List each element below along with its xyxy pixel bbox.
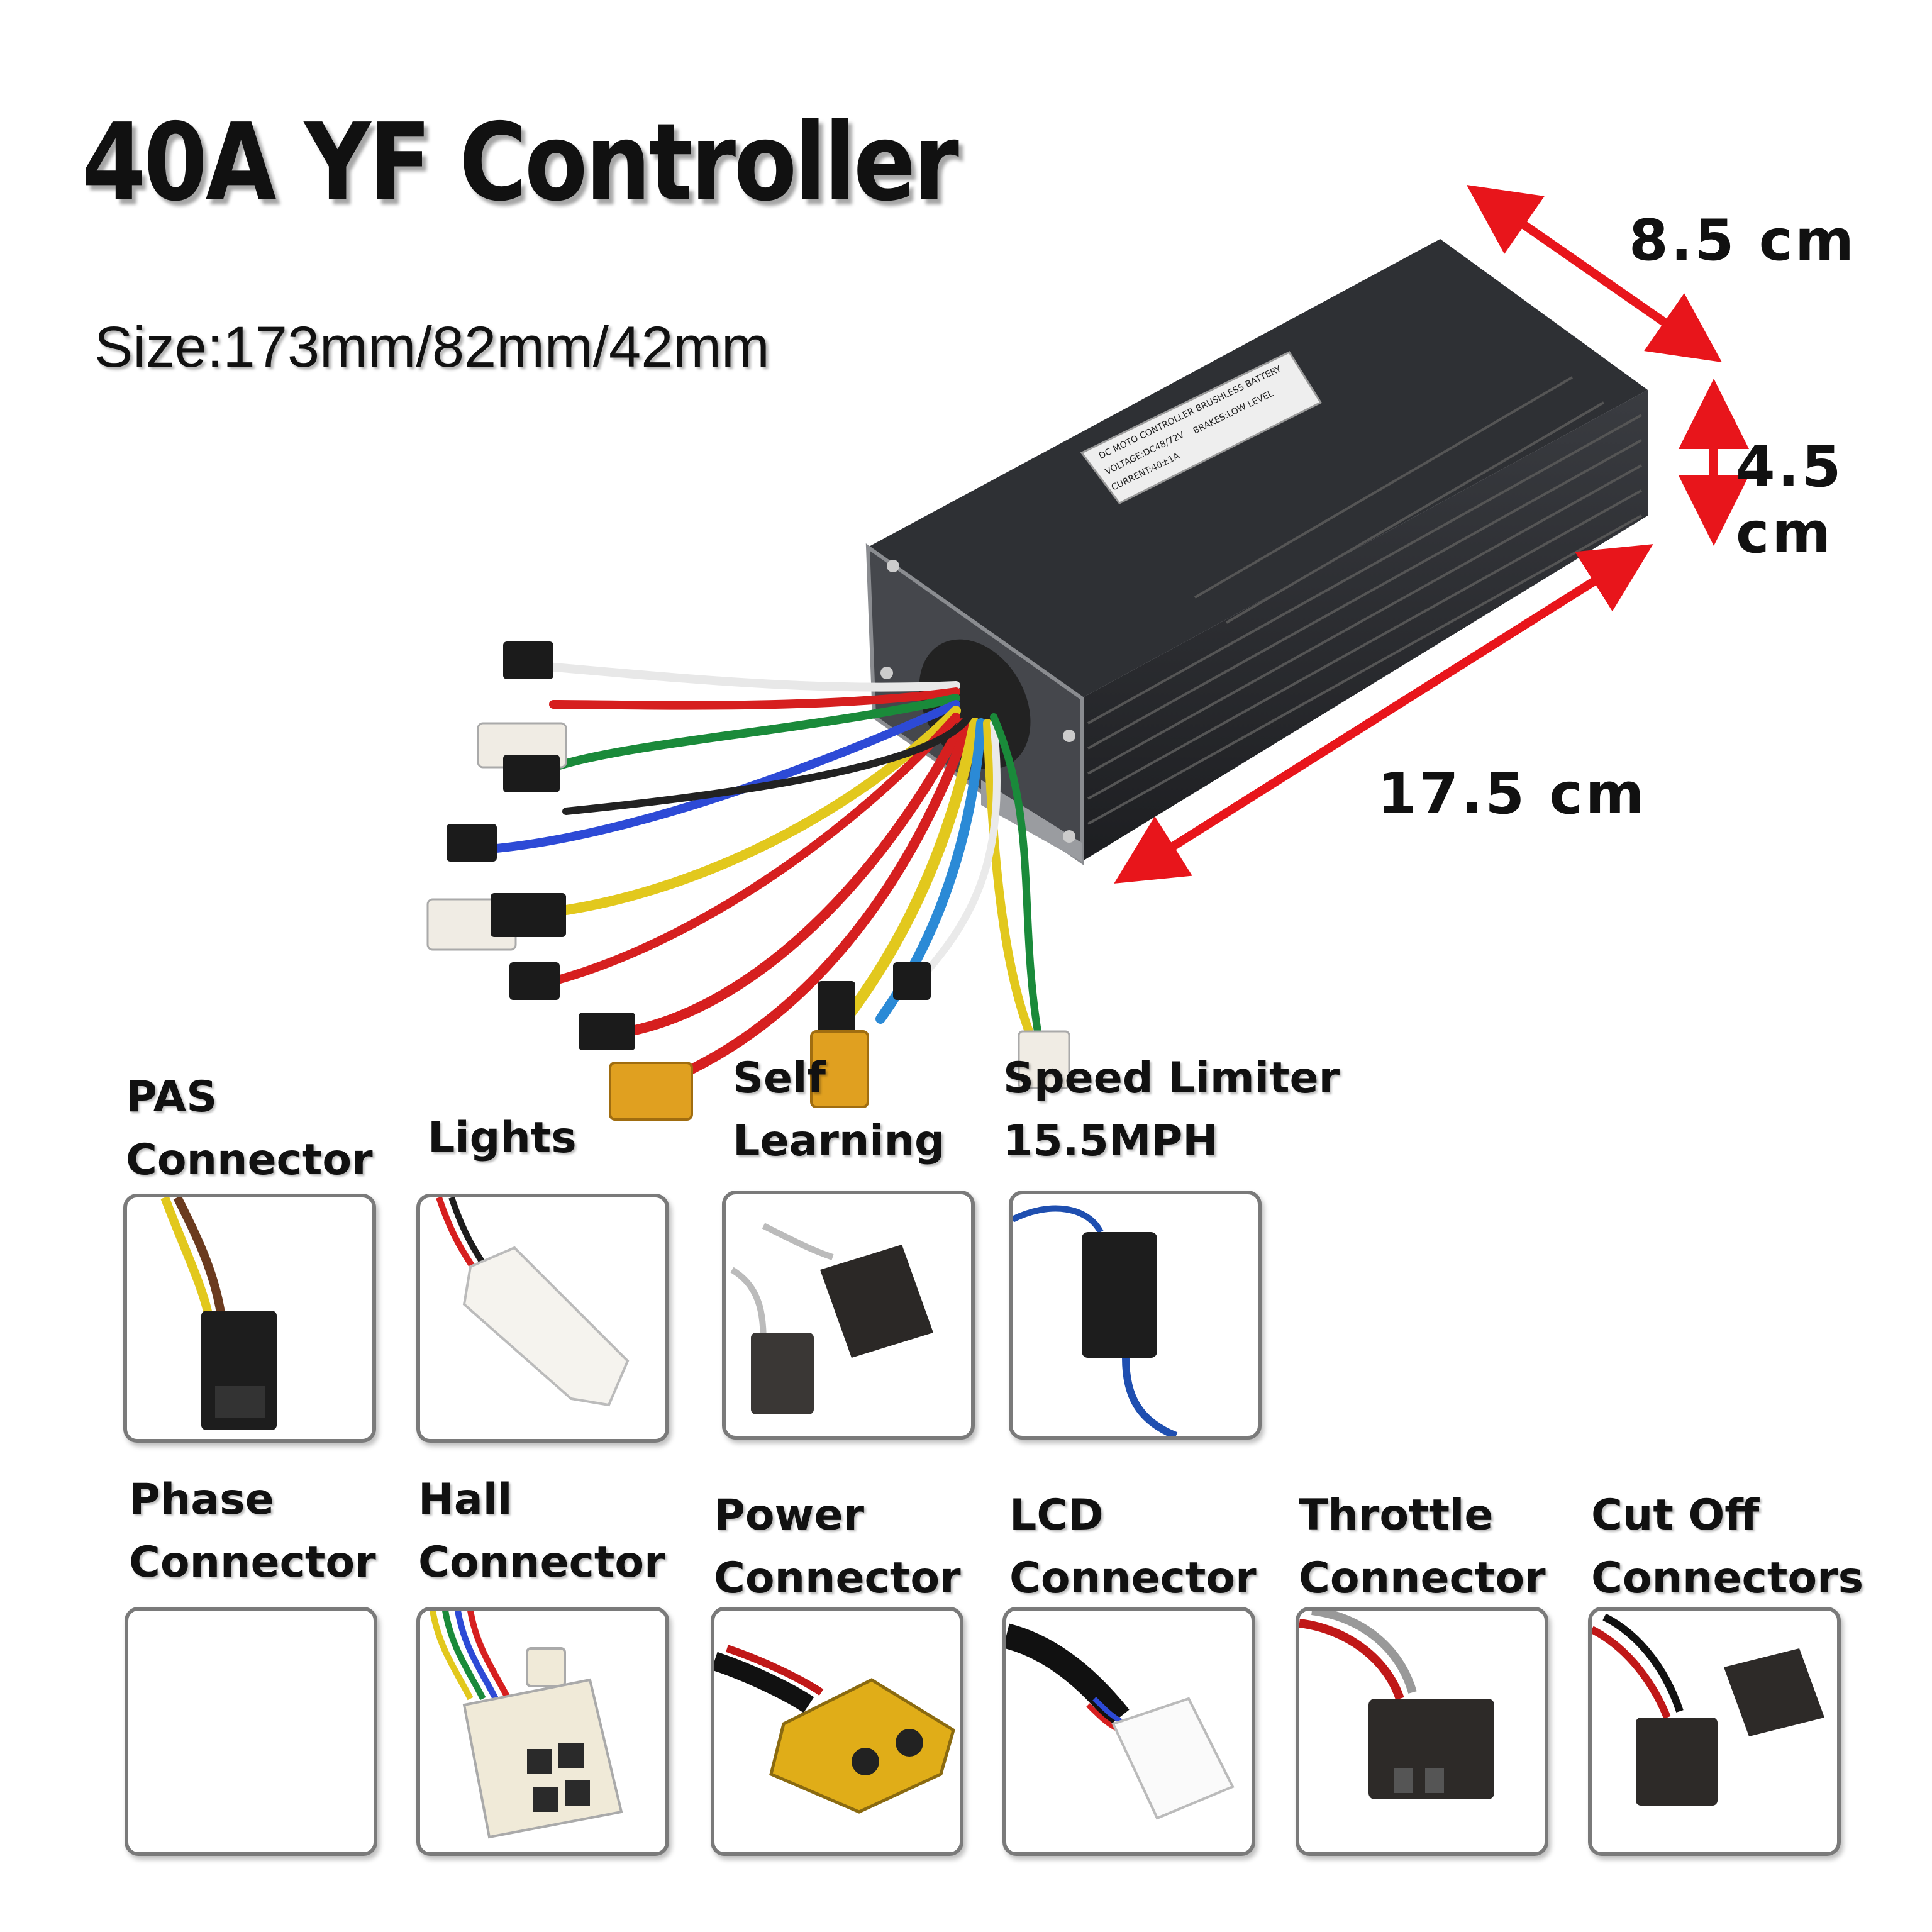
cut-off-label-line1: Cut Off [1591, 1491, 1760, 1540]
lights-connector-tile [416, 1194, 669, 1443]
cut-off-connector-icon [1592, 1613, 1824, 1806]
throttle-label-line1: Throttle [1299, 1491, 1494, 1540]
cut-off-label-line2: Connectors [1591, 1553, 1864, 1603]
self-learning-connector-icon [730, 1223, 933, 1414]
lights-connector-icon [436, 1197, 630, 1407]
speed-limiter-line1: Speed Limiter [1003, 1053, 1340, 1103]
phase-label-line1: Phase [129, 1475, 274, 1524]
throttle-connector-label: Throttle Connector [1299, 1484, 1546, 1610]
size-spec: Size:173mm/82mm/42mm [94, 315, 770, 379]
height-dimension-label: 4.5 cm [1736, 434, 1844, 566]
page-title: 40A YF Controller [82, 101, 959, 225]
phase-label-line2: Connector [129, 1538, 376, 1587]
phase-connector-icon [128, 1611, 374, 1852]
speed-limiter-connector-tile [1009, 1191, 1262, 1440]
cut-off-connector-tile [1588, 1607, 1841, 1856]
speed-limiter-label: Speed Limiter 15.5MPH [1003, 1047, 1340, 1173]
hall-label-line2: Connector [418, 1538, 665, 1587]
lcd-connector-tile [1002, 1607, 1255, 1856]
hall-connector-tile [416, 1607, 669, 1856]
dimension-arrows [1114, 185, 1749, 884]
lcd-label-line2: Connector [1009, 1553, 1257, 1603]
self-learning-line2: Learning [733, 1116, 945, 1166]
pas-label-line2: Connector [126, 1135, 373, 1185]
phase-connector-tile [125, 1607, 377, 1856]
pas-label-line1: PAS [126, 1072, 218, 1122]
throttle-connector-icon [1299, 1611, 1494, 1799]
wire-harness [486, 662, 1041, 1074]
hall-connector-icon [430, 1611, 623, 1839]
speed-limiter-connector-icon [1013, 1205, 1178, 1436]
lcd-label-line1: LCD [1009, 1491, 1104, 1540]
power-label-line1: Power [714, 1491, 865, 1540]
self-learning-label: Self Learning [733, 1047, 945, 1173]
cut-off-connectors-label: Cut Off Connectors [1591, 1484, 1863, 1610]
power-connector-label: Power Connector [714, 1484, 961, 1610]
lcd-connector-icon [1006, 1623, 1235, 1820]
pas-connector-label: PAS Connector [126, 1066, 373, 1192]
pas-connector-icon [160, 1197, 277, 1430]
throttle-connector-tile [1296, 1607, 1548, 1856]
speed-limiter-line2: 15.5MPH [1003, 1116, 1219, 1166]
width-arrow [1467, 185, 1722, 362]
pas-connector-tile [123, 1194, 376, 1443]
self-learning-line1: Self [733, 1053, 826, 1103]
throttle-label-line2: Connector [1299, 1553, 1546, 1603]
hall-connector-label: Hall Connector [418, 1468, 665, 1594]
power-label-line2: Connector [714, 1553, 961, 1603]
lcd-connector-label: LCD Connector [1009, 1484, 1257, 1610]
length-arrow [1114, 544, 1653, 884]
lights-connector-label: Lights [428, 1113, 577, 1163]
self-learning-connector-tile [722, 1191, 975, 1440]
phase-connector-label: Phase Connector [129, 1468, 376, 1594]
power-connector-tile [711, 1607, 963, 1856]
width-dimension-label: 8.5 cm [1629, 208, 1857, 274]
length-dimension-label: 17.5 cm [1377, 761, 1647, 827]
power-connector-icon [714, 1645, 955, 1814]
hall-label-line1: Hall [418, 1475, 513, 1524]
harness-connectors [426, 641, 1070, 1121]
